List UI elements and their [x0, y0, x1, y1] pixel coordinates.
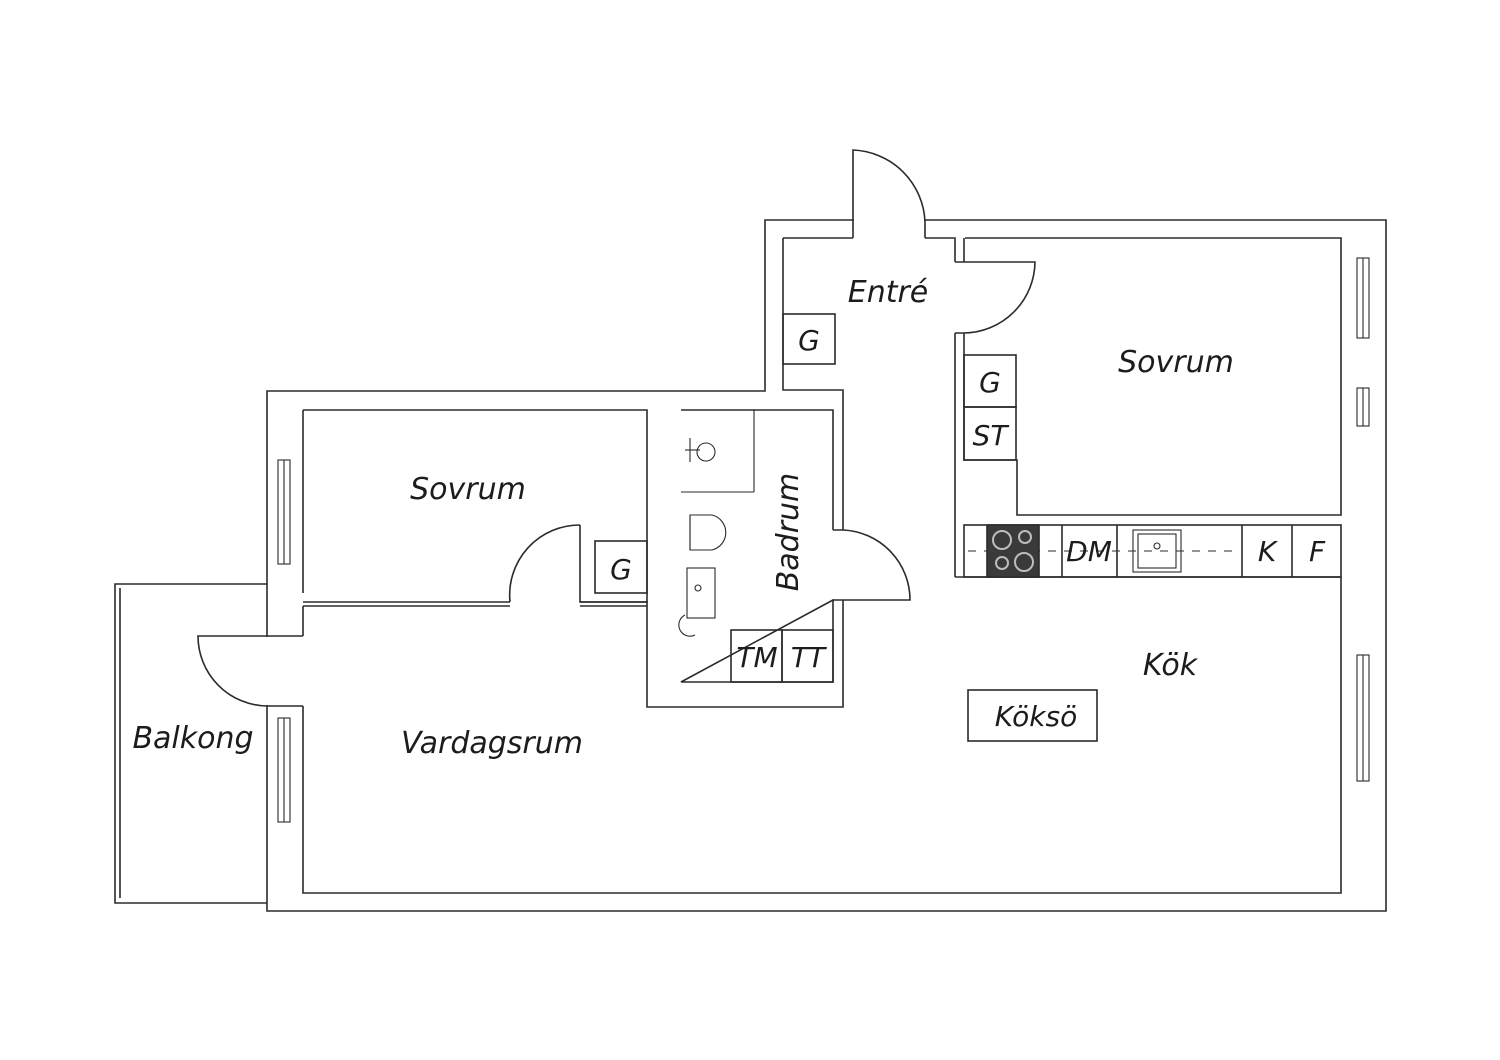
window-left-upper — [277, 459, 291, 565]
badrum-door-gap — [828, 531, 848, 599]
room-label-sovrum-right: Sovrum — [1118, 345, 1234, 380]
sovrum-right-door-gap — [950, 264, 970, 332]
fixture-label-st: ST — [973, 419, 1010, 452]
fixture-label-tm: TM — [736, 641, 777, 674]
closet-entre — [782, 313, 836, 365]
fixture-label-koksö: Köksö — [995, 700, 1077, 733]
dryer-tt — [781, 629, 834, 683]
window-left-lower — [277, 717, 291, 823]
room-label-balkong: Balkong — [132, 721, 253, 756]
fixture-label-g-sovrum-right: G — [979, 366, 1001, 399]
toilet — [689, 514, 727, 551]
sovrum-right-door[interactable] — [955, 261, 1036, 334]
shower — [681, 410, 755, 493]
entre-wall — [579, 237, 956, 708]
room-label-sovrum-left: Sovrum — [410, 472, 526, 507]
vardagsrum-wall — [302, 576, 1342, 894]
badrum-door[interactable] — [833, 529, 911, 601]
room-label-vardagsrum: Vardagsrum — [401, 726, 583, 761]
sovrum-left-wall — [302, 409, 648, 603]
sovrum-left-door[interactable] — [508, 524, 581, 603]
stove — [986, 524, 1040, 578]
fixture-label-f: F — [1309, 535, 1326, 568]
room-label-badrum: Badrum — [771, 473, 806, 592]
front-door[interactable] — [852, 149, 926, 238]
window-right-lower — [1356, 654, 1370, 782]
fixture-label-k: K — [1258, 535, 1279, 568]
room-label-kok: Kök — [1143, 648, 1199, 683]
window-right-mid — [1356, 387, 1370, 427]
storage-st — [963, 406, 1017, 461]
sink — [678, 567, 716, 637]
fixture-label-tt: TT — [791, 641, 827, 674]
fixture-label-g-entre: G — [798, 324, 820, 357]
fixture-label-dm: DM — [1066, 535, 1112, 568]
kitchen-counter — [963, 524, 1342, 578]
closet-sovrum-left — [594, 540, 648, 594]
room-label-entre: Entré — [848, 275, 929, 310]
balkong-door-gap — [262, 637, 308, 705]
front-door-gap — [854, 215, 924, 245]
stove-burners — [992, 530, 1034, 572]
outer-wall — [266, 219, 1387, 912]
kitchen-sink — [1132, 529, 1182, 573]
kitchen-island — [967, 689, 1098, 742]
balkong-outline — [114, 583, 267, 904]
window-right-top — [1356, 257, 1370, 339]
fixture-label-g-sovrum-left: G — [610, 553, 632, 586]
balkong-door[interactable] — [197, 635, 303, 707]
